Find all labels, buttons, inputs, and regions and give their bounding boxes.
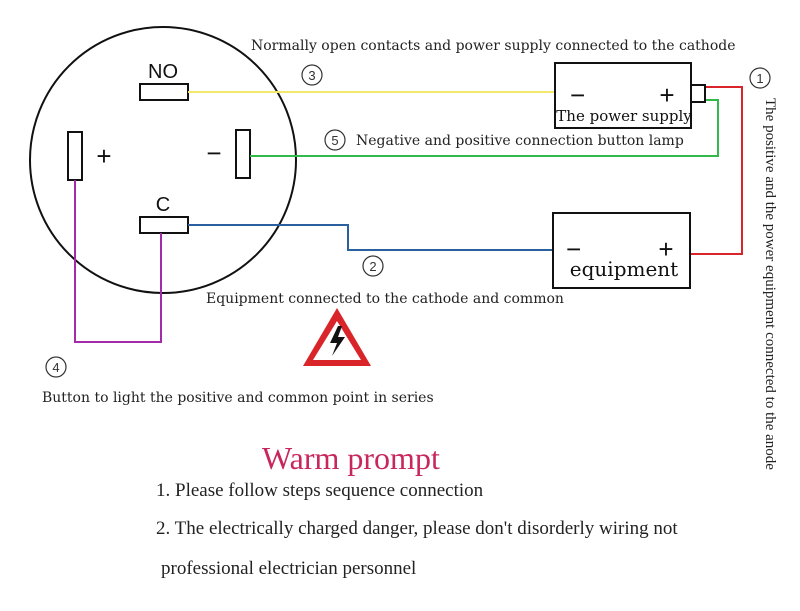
terminal-negative [235,129,251,179]
svg-text:2: 2 [369,259,376,274]
green-wire [250,99,719,157]
marker-1: 1 [749,67,771,89]
power-supply-minus: − [570,80,585,110]
blue-wire [188,224,553,251]
svg-text:5: 5 [331,133,338,148]
c-label: C [156,194,170,216]
svg-text:3: 3 [308,68,315,83]
warning-icon [303,308,371,366]
terminal-positive [67,131,83,181]
warm-prompt-line-2: 2. The electrically charged danger, plea… [156,518,678,539]
warm-prompt-line-3: professional electrician personnel [161,558,417,579]
annotation-series: Button to light the positive and common … [42,390,434,406]
minus-label: − [206,138,221,168]
annotation-vertical: The positive and the power equipment con… [762,98,778,470]
terminal-common [139,216,189,234]
marker-3: 3 [301,64,323,86]
svg-text:4: 4 [52,360,59,375]
no-label: NO [148,61,178,83]
purple-wire [74,180,162,343]
equipment-plus: + [658,234,673,264]
switch-body [29,26,297,294]
marker-5: 5 [324,129,346,151]
marker-2: 2 [362,255,384,277]
plus-label: + [96,141,111,171]
warm-prompt-line-1: 1. Please follow steps sequence connecti… [156,480,484,501]
annotation-top: Normally open contacts and power supply … [251,38,736,54]
equipment-label: equipment [570,257,678,281]
equipment-box [552,212,691,289]
annotation-cathode-common: Equipment connected to the cathode and c… [206,291,564,307]
power-supply-terminal [690,84,706,103]
equipment-minus: − [566,234,581,264]
warm-prompt-title: Warm prompt [262,440,440,476]
power-supply-label: The power supply [556,107,692,125]
marker-4: 4 [45,356,67,378]
annotation-lamp: Negative and positive connection button … [356,133,684,149]
red-wire [690,86,743,255]
terminal-no [139,83,189,101]
svg-text:1: 1 [756,71,763,86]
power-supply-plus: + [659,80,674,110]
